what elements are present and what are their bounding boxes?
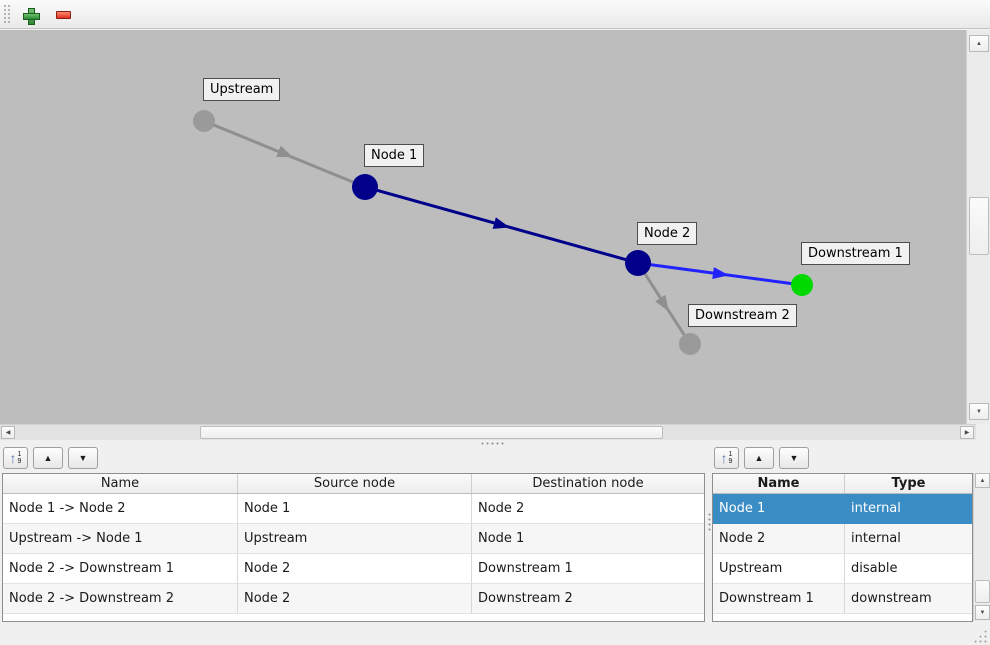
node-downstream1[interactable]: [791, 274, 813, 296]
edges-table: Name Source node Destination node Node 1…: [2, 473, 705, 622]
cell-destination[interactable]: Node 2: [472, 494, 704, 524]
plus-icon: [22, 7, 40, 25]
column-header-destination[interactable]: Destination node: [532, 476, 644, 491]
node-label-node1[interactable]: Node 1: [364, 144, 425, 167]
column-header-source[interactable]: Source node: [238, 474, 472, 493]
node-label-downstream2[interactable]: Downstream 2: [688, 304, 797, 327]
column-header-name[interactable]: Name: [3, 474, 238, 493]
add-button[interactable]: [19, 5, 41, 25]
scrollbar-corner: [976, 424, 990, 440]
table-row[interactable]: Upstream -> Node 1 Upstream Node 1: [3, 524, 704, 554]
node-downstream2[interactable]: [679, 333, 701, 355]
nodes-move-down-button[interactable]: ▼: [779, 447, 809, 469]
triangle-down-icon: ▼: [789, 452, 799, 463]
table-row[interactable]: Downstream 1 downstream: [713, 584, 972, 614]
node-node1[interactable]: [352, 174, 378, 200]
graph-svg: [193, 110, 813, 355]
triangle-up-icon: ▲: [43, 452, 53, 463]
cell-name[interactable]: Downstream 1: [713, 584, 845, 614]
vertical-splitter[interactable]: [706, 447, 712, 625]
graph-vscrollbar[interactable]: ▲ ▼: [966, 30, 990, 424]
scroll-down-icon: ▼: [979, 609, 986, 616]
cell-type[interactable]: internal: [845, 524, 972, 554]
splitter-grip-icon: [480, 441, 506, 446]
window-resize-grip[interactable]: [973, 629, 987, 643]
table-row[interactable]: Node 2 -> Downstream 1 Node 2 Downstream…: [3, 554, 704, 584]
scroll-left-button[interactable]: ◀: [1, 426, 15, 439]
empty-row-area[interactable]: [3, 614, 704, 621]
node-label-downstream1[interactable]: Downstream 1: [801, 242, 910, 265]
triangle-down-icon: ▼: [78, 452, 88, 463]
cell-name[interactable]: Node 1 -> Node 2: [3, 494, 238, 524]
table-row[interactable]: Node 2 internal: [713, 524, 972, 554]
node-label-upstream[interactable]: Upstream: [203, 78, 281, 101]
cell-name[interactable]: Node 2 -> Downstream 2: [3, 584, 238, 614]
edges-move-up-button[interactable]: ▲: [33, 447, 63, 469]
graph-vscroll-thumb[interactable]: [969, 197, 989, 255]
cell-source[interactable]: Upstream: [238, 524, 472, 554]
node-label-node2[interactable]: Node 2: [637, 222, 698, 245]
scroll-up-icon: ▲: [976, 40, 982, 47]
scroll-down-button[interactable]: ▼: [969, 403, 989, 420]
node-upstream[interactable]: [193, 110, 215, 132]
scroll-up-button[interactable]: ▲: [975, 473, 990, 488]
nodes-table-header: Name Type: [713, 474, 972, 494]
cell-source[interactable]: Node 2: [238, 584, 472, 614]
cell-destination[interactable]: Downstream 1: [472, 554, 704, 584]
edges-table-header: Name Source node Destination node: [3, 474, 704, 494]
minus-icon: [55, 11, 71, 19]
nodes-move-up-button[interactable]: ▲: [744, 447, 774, 469]
cell-source[interactable]: Node 2: [238, 554, 472, 584]
graph-hscrollbar[interactable]: ◀ ▶: [0, 424, 976, 440]
remove-button[interactable]: [52, 5, 74, 25]
edge-arrow-icon: [655, 294, 669, 312]
cell-destination[interactable]: Downstream 2: [472, 584, 704, 614]
horizontal-splitter[interactable]: [0, 440, 990, 447]
node-node2[interactable]: [625, 250, 651, 276]
scroll-down-icon: ▼: [976, 408, 982, 415]
scroll-up-button[interactable]: ▲: [969, 35, 989, 52]
nodes-table: Name Type Node 1 internal Node 2 interna…: [712, 473, 973, 622]
scroll-up-icon: ▲: [979, 477, 986, 484]
scroll-down-button[interactable]: ▼: [975, 605, 990, 620]
edges-move-down-button[interactable]: ▼: [68, 447, 98, 469]
graph-hscroll-thumb[interactable]: [200, 426, 663, 439]
table-row[interactable]: Node 1 -> Node 2 Node 1 Node 2: [3, 494, 704, 524]
cell-type[interactable]: disable: [845, 554, 972, 584]
nodes-vscroll-thumb[interactable]: [975, 580, 990, 603]
edge-arrow-icon: [712, 267, 729, 280]
cell-name[interactable]: Node 1: [713, 494, 845, 524]
cell-name[interactable]: Upstream: [713, 554, 845, 584]
edge-arrow-icon: [276, 145, 294, 158]
splitter-grip-icon: [707, 512, 712, 532]
edge-arrow-icon: [492, 217, 510, 229]
column-header-name[interactable]: Name: [713, 474, 845, 493]
column-header-type[interactable]: Type: [891, 476, 926, 491]
graph-canvas[interactable]: Upstream Node 1 Node 2 Downstream 1 Down…: [0, 30, 966, 424]
toolbar-grip[interactable]: [3, 4, 11, 25]
empty-row-area[interactable]: [713, 614, 972, 621]
main-toolbar: [0, 0, 990, 29]
table-row-selected[interactable]: Node 1 internal: [713, 494, 972, 524]
scroll-left-icon: ◀: [5, 430, 11, 436]
cell-destination[interactable]: Node 1: [472, 524, 704, 554]
scroll-right-icon: ▶: [964, 430, 970, 436]
cell-name[interactable]: Upstream -> Node 1: [3, 524, 238, 554]
cell-type[interactable]: internal: [845, 494, 972, 524]
cell-name[interactable]: Node 2 -> Downstream 1: [3, 554, 238, 584]
table-row[interactable]: Node 2 -> Downstream 2 Node 2 Downstream…: [3, 584, 704, 614]
cell-name[interactable]: Node 2: [713, 524, 845, 554]
cell-type[interactable]: downstream: [845, 584, 972, 614]
nodes-table-vscrollbar[interactable]: ▲ ▼: [973, 473, 990, 621]
triangle-up-icon: ▲: [754, 452, 764, 463]
table-row[interactable]: Upstream disable: [713, 554, 972, 584]
scroll-right-button[interactable]: ▶: [960, 426, 974, 439]
cell-source[interactable]: Node 1: [238, 494, 472, 524]
